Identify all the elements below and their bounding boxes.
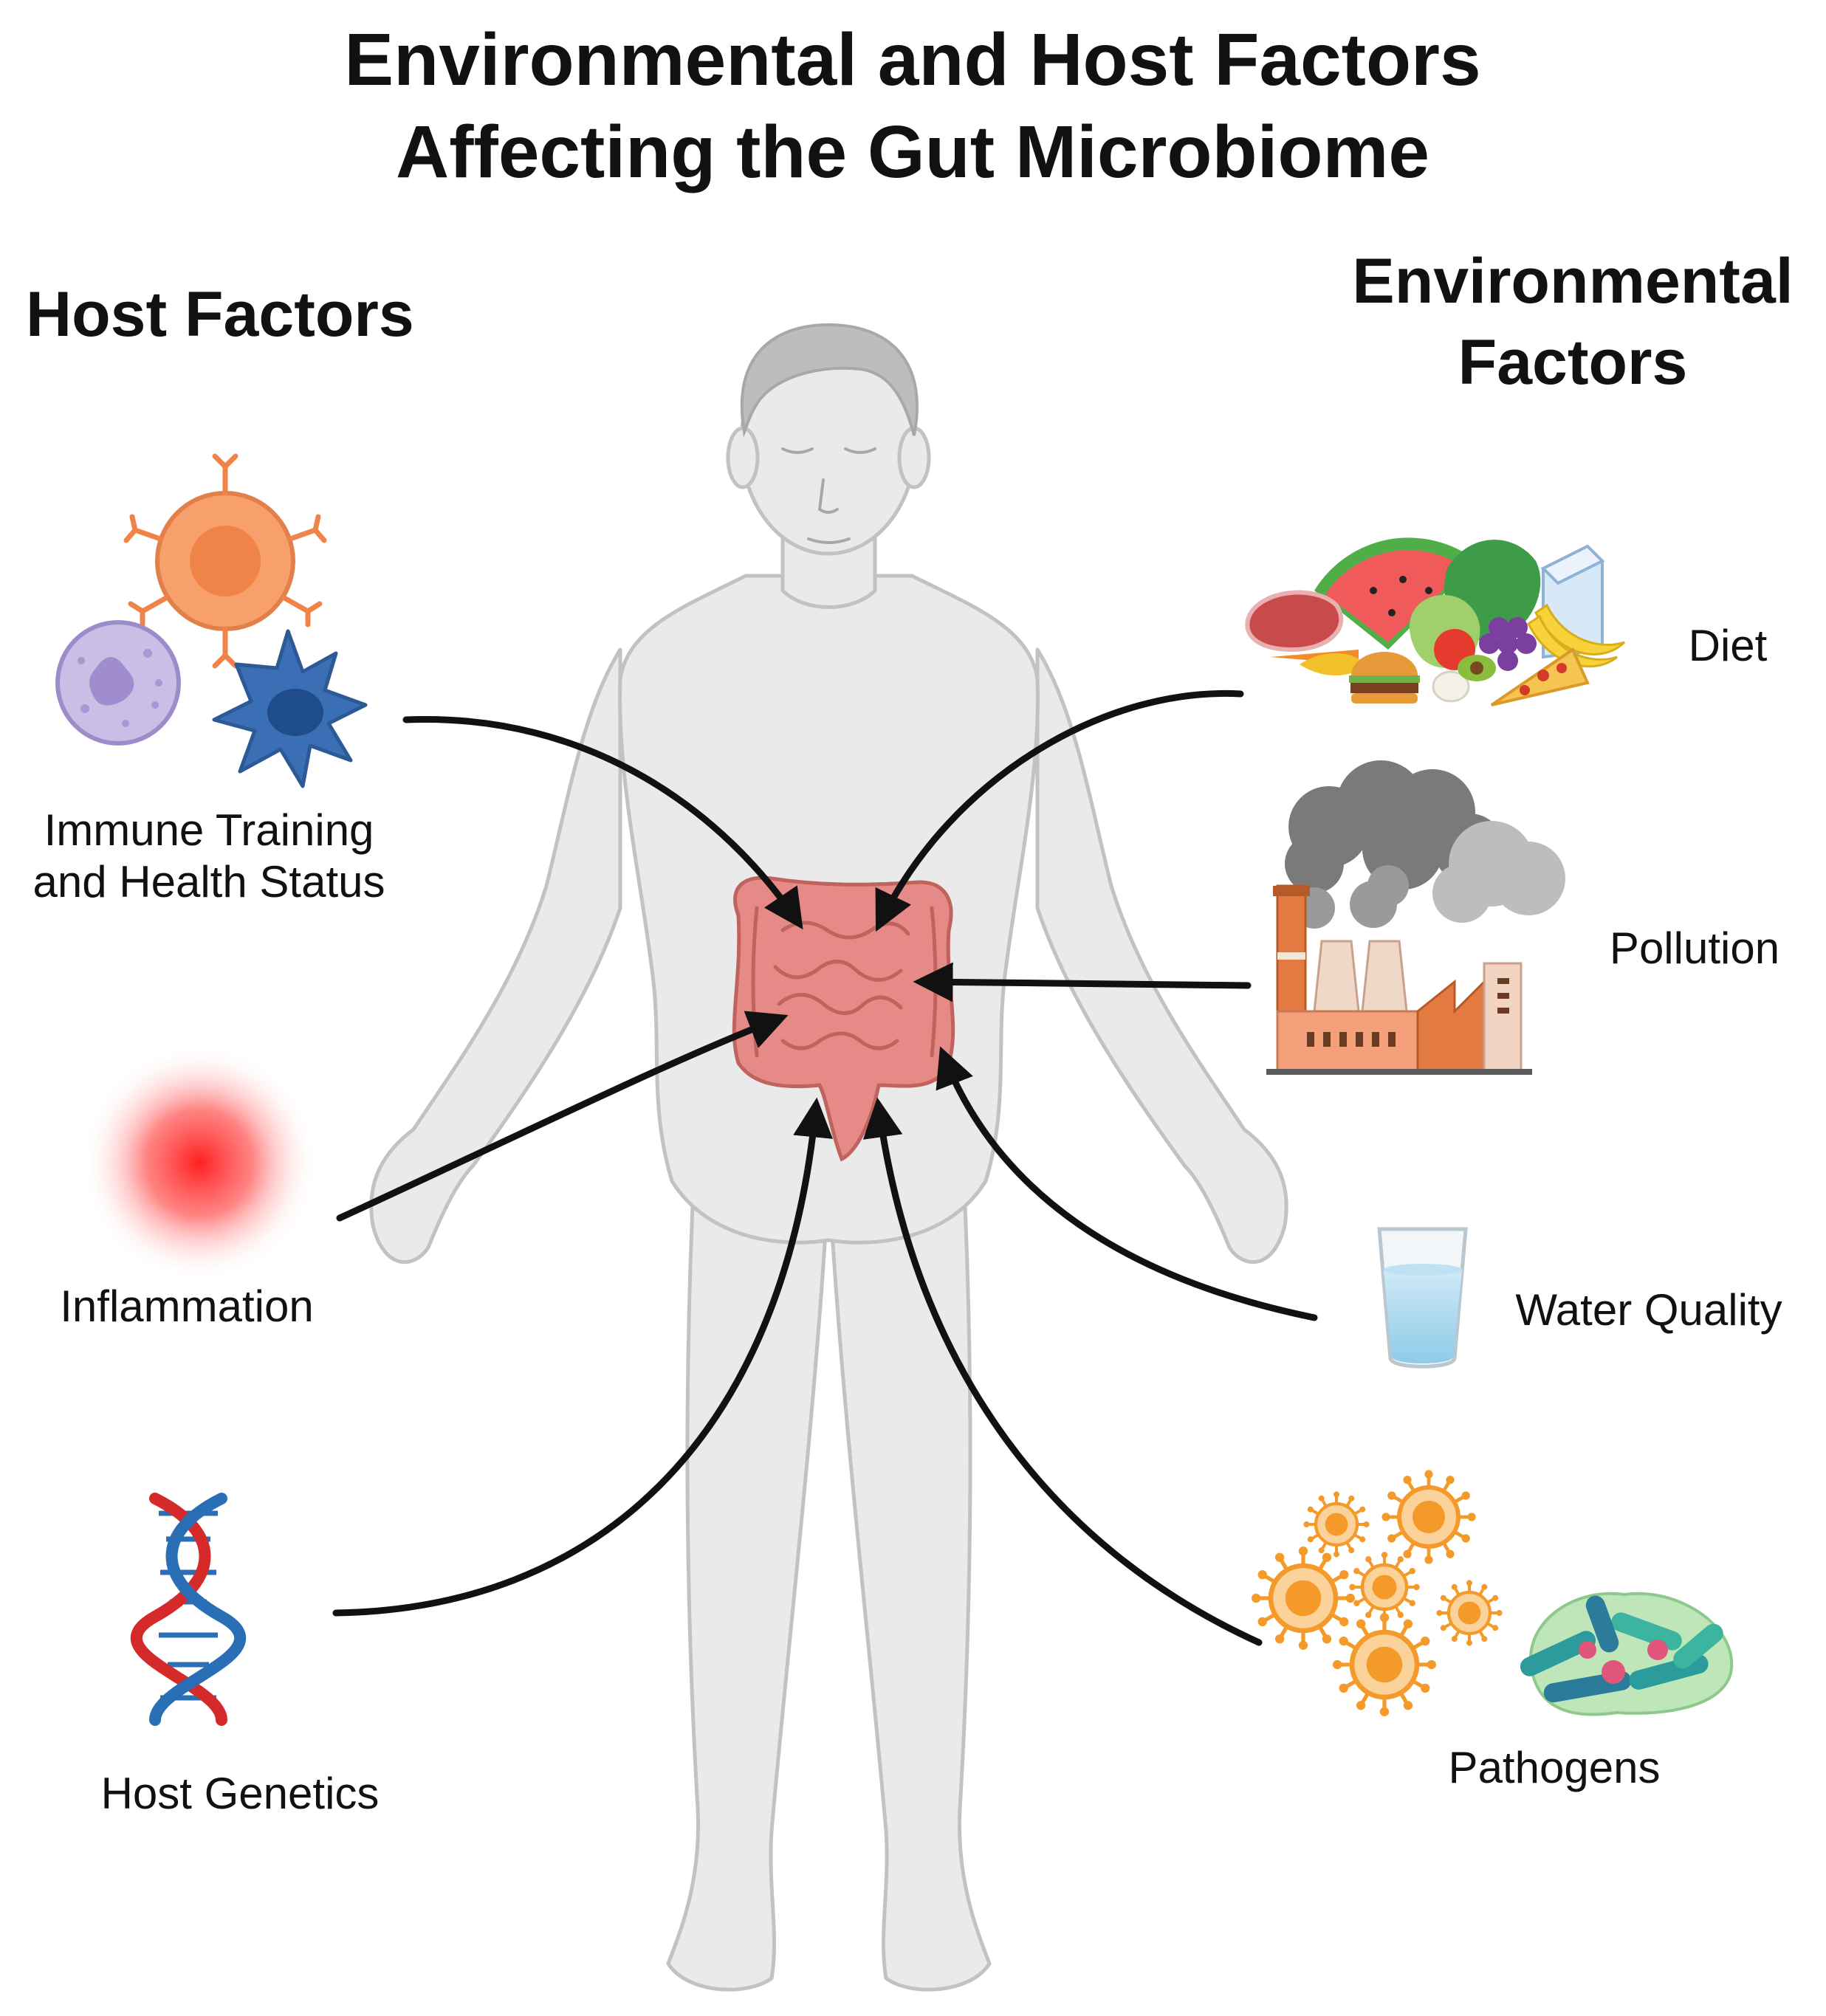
inflammation-glow-icon [81, 1045, 318, 1281]
label-immune-line-1: Immune Training [44, 805, 374, 855]
virus-bacteria-icon [1252, 1470, 1734, 1716]
bacterium-coccus [1602, 1660, 1625, 1684]
host-factors-heading: Host Factors [26, 279, 414, 350]
gut-intestines-icon [732, 875, 955, 1162]
arrow-genetics [332, 1097, 833, 1617]
water-glass-icon [1377, 1227, 1468, 1369]
bacterium-coccus [1647, 1640, 1668, 1660]
virus-particle [1349, 1552, 1420, 1623]
env-factors-heading-line-2: Factors [1458, 327, 1688, 398]
bacterium-coccus [1579, 1641, 1596, 1659]
title-line-2: Affecting the Gut Microbiome [396, 111, 1429, 193]
virus-particle [1436, 1580, 1503, 1646]
label-diet: Diet [1689, 621, 1768, 670]
label-pathogens: Pathogens [1449, 1743, 1661, 1792]
arrow-immune [402, 715, 803, 930]
bacterium-rod [1611, 1612, 1682, 1651]
arrow-inflammation [336, 1011, 789, 1222]
virus-particle [1333, 1613, 1436, 1716]
arrow-diet [875, 689, 1244, 932]
face [781, 447, 876, 544]
virus-particle [1381, 1470, 1476, 1564]
hair [740, 323, 919, 438]
dna-helix-icon [130, 1493, 247, 1726]
arrows [332, 689, 1318, 1646]
arrow-water [936, 1046, 1318, 1321]
label-host-genetics: Host Genetics [101, 1769, 380, 1818]
label-immune-line-2: and Health Status [33, 857, 385, 906]
label-water-quality: Water Quality [1515, 1285, 1782, 1335]
bacterium-rod [1520, 1631, 1596, 1676]
title-line-1: Environmental and Host Factors [344, 18, 1480, 101]
virus-particle [1252, 1547, 1355, 1650]
env-factors-heading-line-1: Environmental [1352, 246, 1793, 317]
label-inflammation: Inflammation [60, 1281, 313, 1331]
virus-particle [1303, 1491, 1370, 1558]
bacterium-rod [1585, 1595, 1619, 1653]
bacterium-rod [1673, 1623, 1723, 1669]
food-icon [1245, 537, 1626, 706]
immune-cells-icon [55, 453, 368, 788]
human-body [369, 330, 1288, 1992]
arrow-pathogens [862, 1097, 1263, 1646]
factory-smoke-icon [1266, 760, 1565, 1075]
label-pollution: Pollution [1610, 923, 1779, 973]
arrow-pollution [913, 962, 1252, 1002]
